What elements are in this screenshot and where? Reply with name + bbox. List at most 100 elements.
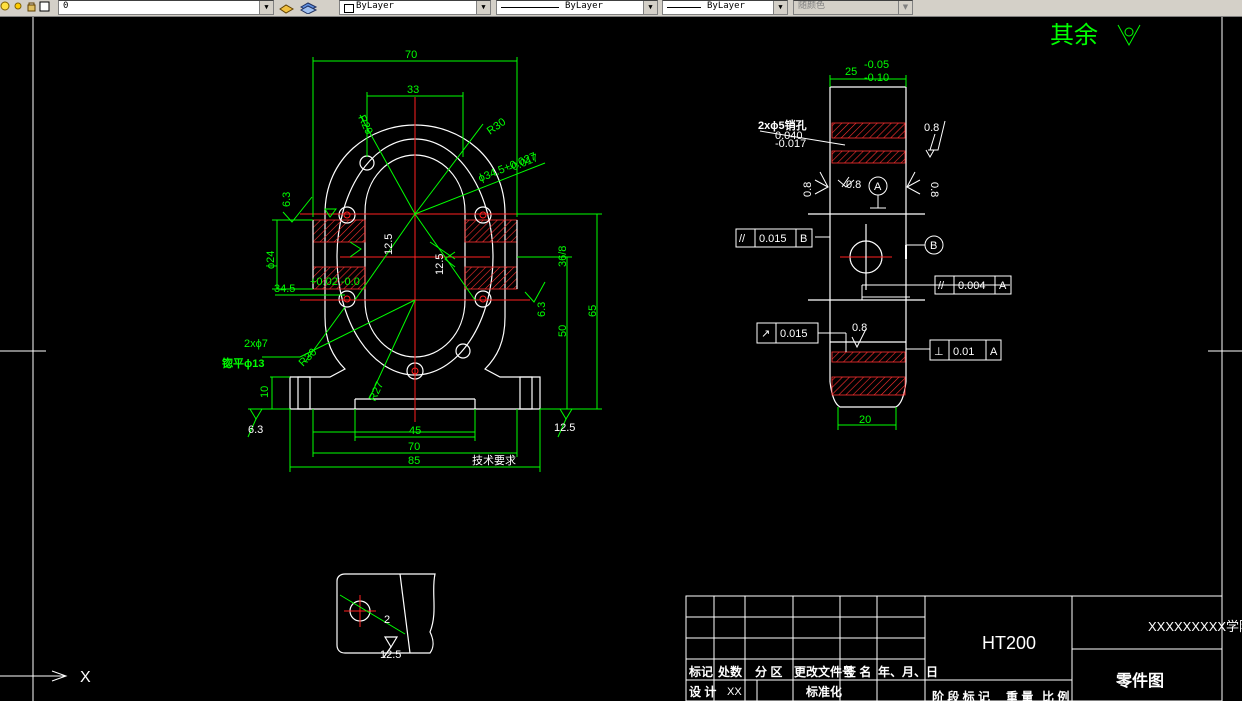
side-hatch-top2: [831, 150, 906, 164]
linetype-dropdown[interactable]: ByLayer ▼: [496, 0, 658, 15]
fcf3-symbol: ↗: [761, 328, 770, 340]
front-view-labels: 70 33 R30 R29 ϕ34.5+0.027 -0.017 ϕ24 34.…: [222, 49, 599, 467]
lineweight-dropdown[interactable]: ByLayer ▼: [662, 0, 788, 15]
chevron-down-icon[interactable]: ▼: [476, 1, 490, 14]
sun-icon[interactable]: [13, 1, 24, 12]
datum-b: B: [930, 240, 937, 252]
dim-10: 10: [259, 386, 271, 398]
material-label: HT200: [982, 633, 1036, 653]
fcf-perpendicular-a: [929, 339, 1002, 361]
lineweight-value: ByLayer: [707, 1, 745, 11]
title-block-labels: HT200 XXXXXXXXX学院 零件图 标记 处数 分 区 更改文件号 签 …: [688, 619, 1242, 701]
holes-tol-lower: -0.017: [775, 138, 806, 150]
layer-dropdown[interactable]: 0 ▼: [58, 0, 274, 15]
lightbulb-icon[interactable]: [0, 1, 11, 12]
hatch-right-upper: [464, 219, 518, 243]
rough-side-right: 0.8: [928, 182, 940, 197]
plotstyle-value: 随颜色: [798, 1, 826, 11]
dim-65: 65: [587, 305, 599, 317]
layer-value: 0: [63, 1, 69, 11]
col-date: 年、月、日: [878, 664, 938, 679]
dim-36: 36/8: [557, 246, 569, 267]
side-view-labels: 25 -0.05 -0.10 2xϕ5销孔 0.040 -0.017 0.8 0…: [739, 59, 1007, 426]
fcf2-ref: A: [999, 280, 1007, 292]
standardize-label: 标准化: [805, 684, 842, 699]
dim-25-tol-upper: -0.05: [864, 59, 889, 71]
dim-r30-top: R30: [485, 116, 508, 137]
rough-12-5-left: 12.5: [383, 234, 395, 255]
fcf2-value: 0.004: [958, 280, 986, 292]
fcf-runout: [756, 322, 819, 344]
fcf4-value: 0.01: [953, 346, 974, 358]
datum-a: A: [874, 181, 882, 193]
col-count: 处数: [717, 664, 743, 679]
holes-tol-upper: 0.040: [775, 130, 803, 142]
dim-width-70: 70: [405, 49, 417, 61]
chevron-down-icon[interactable]: ▼: [773, 1, 787, 14]
col-sign: 签 名: [843, 664, 871, 679]
chevron-down-icon: ▼: [898, 1, 912, 14]
rough-12-5-base: 12.5: [554, 422, 575, 434]
dim-r27: R27: [367, 380, 386, 403]
fcf1-symbol: //: [739, 233, 746, 245]
school-label: XXXXXXXXX学院: [1148, 619, 1242, 634]
tiny-note: 技术要求: [472, 454, 516, 467]
lock-icon[interactable]: [26, 1, 37, 12]
drawing-canvas[interactable]: 其余: [0, 17, 1242, 701]
detail-dim-2: 2: [384, 614, 390, 626]
hatch-left-upper: [312, 219, 366, 243]
dim-70-bottom: 70: [408, 441, 420, 453]
fcf2-symbol: //: [938, 280, 945, 292]
scale-label: 比 例: [1042, 689, 1069, 701]
layer-color-icon[interactable]: [39, 1, 50, 12]
lineweight-sample: [667, 7, 701, 8]
layer-icons: [0, 1, 50, 14]
fcf1-ref: B: [800, 233, 807, 245]
fcf4-symbol: ⊥: [934, 346, 944, 358]
col-doc: 更改文件号: [794, 664, 854, 679]
surface-finish-note: 其余: [1050, 22, 1141, 49]
dim-dia24: ϕ24: [265, 251, 277, 269]
dim-25-tol-lower: -0.10: [864, 72, 889, 84]
dim-width-33: 33: [407, 84, 419, 96]
detail-view-labels: 2 12.5: [380, 614, 401, 661]
ucs-icon: X: [0, 669, 91, 686]
fcf-parallel-a: [934, 275, 1012, 295]
dim-r29: R29: [355, 113, 374, 136]
rough-6-3-base: 6.3: [248, 424, 263, 436]
dim-85: 85: [408, 455, 420, 467]
col-mark: 标记: [688, 664, 713, 679]
rough-side-top: 0.8: [924, 122, 939, 134]
layer-previous-icon[interactable]: [299, 1, 318, 17]
color-swatch: [344, 4, 354, 13]
holes-note: 2xϕ5销孔: [758, 118, 807, 132]
rough-side-bottom: 0.8: [852, 322, 867, 334]
side-hatch-bottom2: [831, 376, 906, 396]
properties-toolbar: 0 ▼ ByLayer ▼ ByLayer ▼ ByLayer ▼ 随颜色 ▼: [0, 0, 1242, 17]
row-design: 设 计: [689, 684, 716, 699]
dim-holes: 2xϕ7: [244, 338, 268, 350]
side-hatch-top: [831, 122, 906, 139]
chevron-down-icon[interactable]: ▼: [643, 1, 657, 14]
ucs-x-label: X: [80, 669, 91, 686]
side-view: [735, 75, 1012, 430]
designer-name: XX: [727, 686, 742, 698]
rough-12-5-center: 12.5: [434, 254, 446, 275]
weight-label: 重 量: [1006, 689, 1033, 701]
dim-counterbore: 锪平ϕ13: [222, 356, 264, 370]
fcf4-ref: A: [990, 346, 998, 358]
dim-tol-pair: +0.02 -0.0: [310, 276, 360, 288]
dim-50: 50: [557, 325, 569, 337]
dim-25: 25: [845, 66, 857, 78]
rough-6-3-left: 6.3: [281, 192, 293, 207]
side-hatch-bottom: [831, 351, 906, 363]
col-zone: 分 区: [755, 664, 782, 679]
make-layer-current-icon[interactable]: [279, 1, 295, 17]
dim-34-5: 34.5: [274, 283, 295, 295]
fcf-parallel-b: [735, 228, 813, 248]
color-dropdown[interactable]: ByLayer ▼: [339, 0, 491, 15]
color-value: ByLayer: [356, 1, 394, 11]
dim-r30-bottom: R30: [297, 346, 320, 369]
detail-rough: 12.5: [380, 649, 401, 661]
chevron-down-icon[interactable]: ▼: [259, 1, 273, 14]
